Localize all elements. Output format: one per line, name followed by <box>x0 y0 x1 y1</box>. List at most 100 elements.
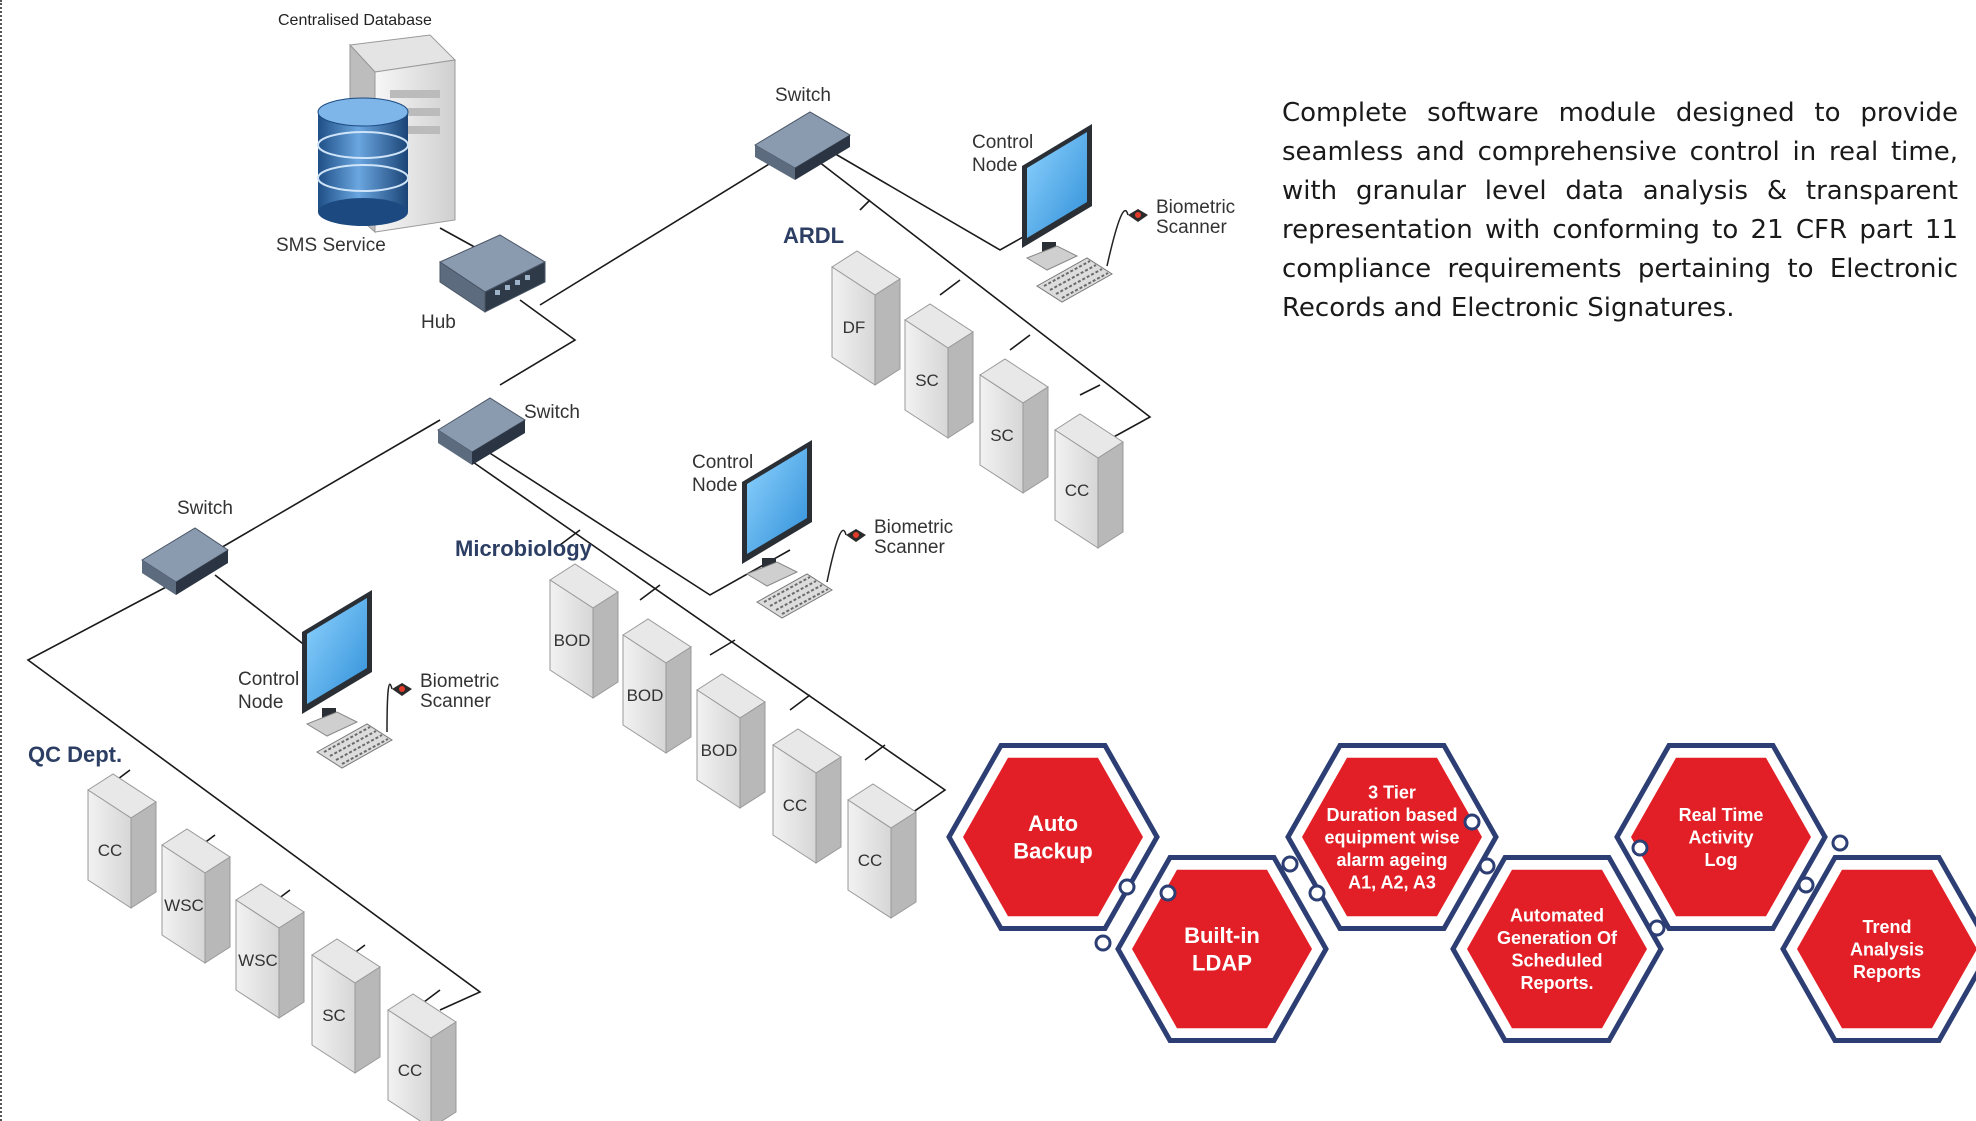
database-server: Centralised Database SMS Service <box>276 12 457 256</box>
description-text: Complete software module designed to pro… <box>1282 98 1958 323</box>
cabinet-label: BOD <box>554 631 591 650</box>
feature-hex-text: 3 Tier <box>1368 782 1416 802</box>
cabinet-microbiology-4: CC <box>772 728 842 864</box>
monitor-icon <box>1022 124 1092 271</box>
cabinet-label: BOD <box>701 741 738 760</box>
connector-dot <box>1308 884 1326 902</box>
svg-text:Biometric: Biometric <box>1156 197 1235 218</box>
feature-hex-text: Scheduled <box>1511 951 1602 971</box>
connector-dot <box>1631 839 1649 857</box>
svg-text:Scanner: Scanner <box>1156 217 1227 238</box>
line-server-hub <box>439 227 481 251</box>
svg-text:Biometric: Biometric <box>420 671 499 692</box>
database-icon <box>317 97 409 226</box>
cabinet-label: WSC <box>238 951 278 970</box>
connector-dot <box>1648 919 1666 937</box>
line-hub-switch-ardl <box>539 144 801 306</box>
cabinet-label: CC <box>98 841 123 860</box>
switch-ardl: Switch <box>754 85 851 180</box>
keyboard-icon <box>316 723 393 769</box>
cabinet-ardl-4: CC <box>1054 413 1124 549</box>
cabinet-qc-5: CC <box>387 993 457 1121</box>
switch-qc-label: Switch <box>177 498 233 519</box>
feature-hex-text: equipment wise <box>1324 827 1459 847</box>
hub-device: Hub <box>421 234 547 333</box>
svg-text:Node: Node <box>972 155 1017 176</box>
control-nodes: ControlNodeBiometricScannerControlNodeBi… <box>238 124 1235 769</box>
server-title: Centralised Database <box>278 12 432 29</box>
switch-qc: Switch <box>141 498 233 595</box>
svg-text:Node: Node <box>692 475 737 496</box>
feature-hex-text: Real Time <box>1679 805 1764 825</box>
cabinet-label: CC <box>1065 481 1090 500</box>
dept-qc-label: QC Dept. <box>28 742 122 767</box>
cabinet-qc-2: WSC <box>161 828 231 964</box>
feature-hex-text: Duration based <box>1326 805 1457 825</box>
feature-hex-text: Log <box>1705 850 1738 870</box>
connector-dot <box>1094 934 1112 952</box>
svg-text:Scanner: Scanner <box>874 537 945 558</box>
feature-hex-text: A1, A2, A3 <box>1348 872 1436 892</box>
connector-dot <box>1831 834 1849 852</box>
cabinet-label: SC <box>990 426 1014 445</box>
svg-text:Node: Node <box>238 692 283 713</box>
feature-hex-text: Built-in <box>1184 923 1260 948</box>
cabinet-label: BOD <box>627 686 664 705</box>
feature-hex-text: Reports <box>1853 962 1921 982</box>
switch-ardl-label: Switch <box>775 85 831 106</box>
cabinet-label: SC <box>322 1006 346 1025</box>
connector-dot <box>1478 857 1496 875</box>
feature-hex-text: Generation Of <box>1497 928 1618 948</box>
svg-text:Biometric: Biometric <box>874 517 953 538</box>
cabinet-label: SC <box>915 371 939 390</box>
cabinet-label: CC <box>783 796 808 815</box>
feature-hex-text: Automated <box>1510 906 1604 926</box>
server-service-label: SMS Service <box>276 235 386 256</box>
switch-microbiology: Switch <box>437 397 580 465</box>
cabinet-microbiology-5: CC <box>847 783 917 919</box>
feature-hex-text: Auto <box>1028 811 1078 836</box>
cabinet-label: DF <box>843 318 866 337</box>
cabinet-ardl-2: SC <box>904 303 974 439</box>
feature-hex-text: LDAP <box>1192 950 1252 975</box>
cabinet-qc-4: SC <box>311 938 381 1074</box>
cabinet-ardl-3: SC <box>979 358 1049 494</box>
connector-dot <box>1118 878 1136 896</box>
dept-ardl-label: ARDL <box>783 223 844 248</box>
cabinet-microbiology-2: BOD <box>622 618 692 754</box>
cabinet-label: WSC <box>164 896 204 915</box>
biometric-scanner-icon <box>846 529 866 542</box>
svg-text:Control: Control <box>972 132 1033 153</box>
monitor-icon <box>302 590 372 737</box>
feature-hex-text: Analysis <box>1850 939 1924 959</box>
switch-micro-label: Switch <box>524 402 580 423</box>
monitor-icon <box>742 440 812 587</box>
cabinet-qc-1: CC <box>87 773 157 909</box>
biometric-scanner-icon <box>1128 209 1148 222</box>
feature-hex-text: Activity <box>1688 827 1753 847</box>
hub-label: Hub <box>421 312 456 333</box>
connector-dot <box>1797 876 1815 894</box>
feature-hex-text: alarm ageing <box>1336 850 1447 870</box>
feature-hex-text: Reports. <box>1520 973 1593 993</box>
cabinet-ardl-1: DF <box>831 250 901 386</box>
connector-dot <box>1463 813 1481 831</box>
dept-microbiology-label: Microbiology <box>455 536 593 561</box>
cabinet-label: CC <box>858 851 883 870</box>
cabinet-label: CC <box>398 1061 423 1080</box>
svg-text:Control: Control <box>692 452 753 473</box>
feature-hex-text: Trend <box>1862 917 1911 937</box>
cabinet-microbiology-1: BOD <box>549 563 619 699</box>
connector-dot <box>1281 855 1299 873</box>
